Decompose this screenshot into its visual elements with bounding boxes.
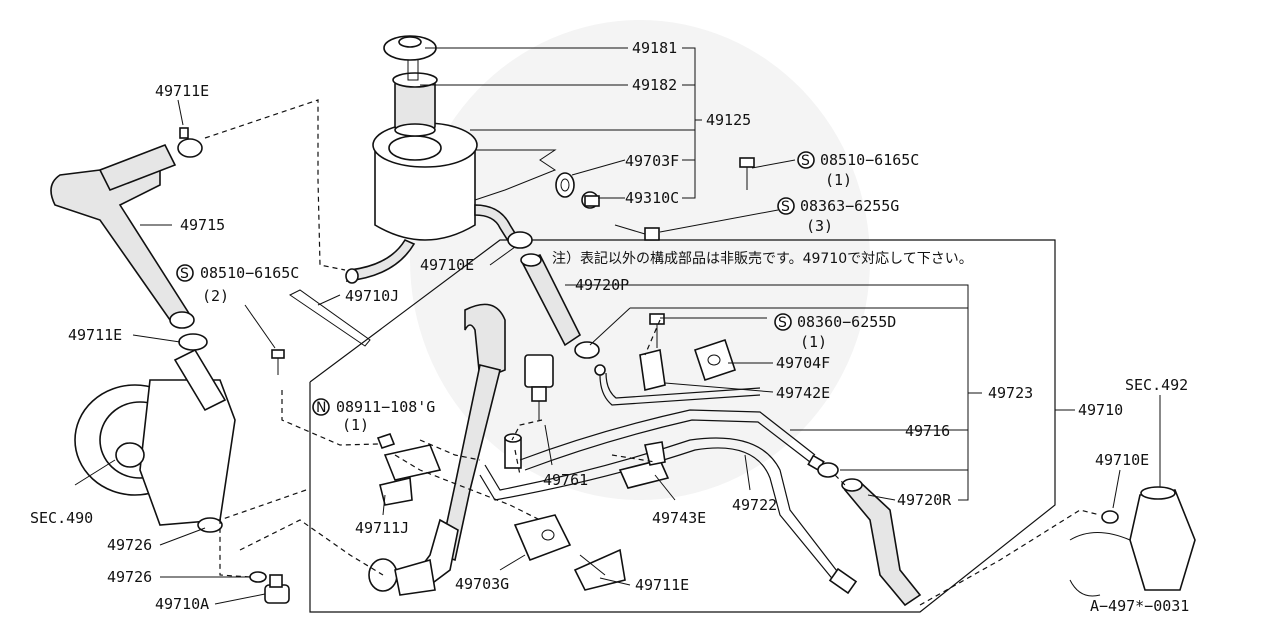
bolt-08363	[614, 224, 660, 241]
symbol-n-1: N	[316, 400, 326, 416]
label-08360: 08360−6255D	[797, 313, 896, 331]
label-49761: 49761	[543, 471, 588, 489]
bolt-08510-top	[739, 157, 755, 190]
label-08363-qty: (3)	[806, 217, 833, 235]
part-labels: 49181 49182 49125 49703F 49310C 08510−61…	[30, 39, 1189, 615]
figure-code: A−497*−0031	[1090, 597, 1189, 615]
label-49716: 49716	[905, 422, 950, 440]
pressure-sensor-49761	[524, 354, 554, 420]
pressure-hose-assembly	[368, 303, 506, 596]
power-steering-pump	[74, 348, 236, 533]
clamp-49711E-top	[177, 127, 203, 158]
clip-49711E-bottom	[573, 548, 626, 591]
label-49720P: 49720P	[575, 276, 629, 294]
clamp-49704F	[693, 338, 737, 382]
label-49723: 49723	[988, 384, 1033, 402]
return-hose-49720P	[520, 253, 582, 347]
label-49715: 49715	[180, 216, 225, 234]
bracket-49743E	[618, 441, 670, 489]
label-49181: 49181	[632, 39, 677, 57]
label-49711E-left: 49711E	[68, 326, 122, 344]
washer-49726	[249, 571, 267, 583]
reference-dash-lines	[204, 99, 1101, 606]
symbol-s-2: S	[781, 199, 790, 215]
symbol-markers: S S S S N	[176, 151, 815, 416]
label-49720R: 49720R	[897, 491, 952, 509]
label-49711J: 49711J	[355, 519, 409, 537]
label-49726-a: 49726	[107, 536, 152, 554]
label-08911-qty: (1)	[342, 416, 369, 434]
label-49710: 49710	[1078, 401, 1123, 419]
label-49710J: 49710J	[345, 287, 399, 305]
cap-49181	[383, 35, 437, 81]
symbol-s-1: S	[801, 153, 810, 169]
label-49711E-bottom: 49711E	[635, 576, 689, 594]
label-49711E-top: 49711E	[155, 82, 209, 100]
label-49722: 49722	[732, 496, 777, 514]
leader-lines	[74, 47, 1161, 605]
steel-tube-49722	[479, 437, 858, 595]
label-sec492: SEC.492	[1125, 376, 1188, 394]
label-49182: 49182	[632, 76, 677, 94]
note-text: 注）表記以外の構成部品は非販売です。49710で対応して下さい。	[552, 250, 973, 267]
label-sec490: SEC.490	[30, 509, 93, 527]
label-49710A: 49710A	[155, 595, 209, 613]
hose-49715	[50, 143, 195, 329]
tie-strap-49710J	[289, 289, 371, 347]
clamp-49711E-left	[178, 333, 208, 351]
label-08510-left-qty: (2)	[202, 287, 229, 305]
clamp-49710E-mid	[507, 231, 533, 249]
label-08510-top: 08510−6165C	[820, 151, 919, 169]
label-08360-qty: (1)	[800, 333, 827, 351]
label-49703F: 49703F	[625, 152, 679, 170]
return-hose-49720R	[817, 462, 922, 607]
label-49710E-right: 49710E	[1095, 451, 1149, 469]
label-49310C: 49310C	[625, 189, 679, 207]
connector-49310C	[581, 191, 600, 209]
reservoir-tank-49125	[345, 122, 557, 284]
clamp-upper	[574, 341, 600, 359]
label-49704F: 49704F	[776, 354, 830, 372]
bolt-08510-left	[271, 349, 285, 375]
nut-08911	[376, 433, 396, 449]
label-08510-left: 08510−6165C	[200, 264, 299, 282]
bracket-49742E	[594, 349, 761, 406]
label-49742E: 49742E	[776, 384, 830, 402]
label-49125: 49125	[706, 111, 751, 129]
label-08363: 08363−6255G	[800, 197, 899, 215]
bracket-49711J	[379, 444, 442, 506]
assembly-frame-49710	[309, 239, 1056, 613]
symbol-s-3: S	[180, 266, 189, 282]
strainer-49182	[392, 72, 438, 137]
label-49743E: 49743E	[652, 509, 706, 527]
label-49703G: 49703G	[455, 575, 509, 593]
steel-tube-49716	[519, 409, 825, 472]
steering-gear-box	[1069, 486, 1196, 597]
grommet-49703F	[555, 172, 575, 198]
label-08911: 08911−108'G	[336, 398, 435, 416]
eye-bolt-49710A	[264, 574, 290, 604]
bolt-08360	[649, 313, 665, 348]
label-49710E-mid: 49710E	[420, 256, 474, 274]
symbol-s-4: S	[778, 315, 787, 331]
clamp-49703G	[513, 514, 572, 562]
label-08510-top-qty: (1)	[825, 171, 852, 189]
label-49726-b: 49726	[107, 568, 152, 586]
